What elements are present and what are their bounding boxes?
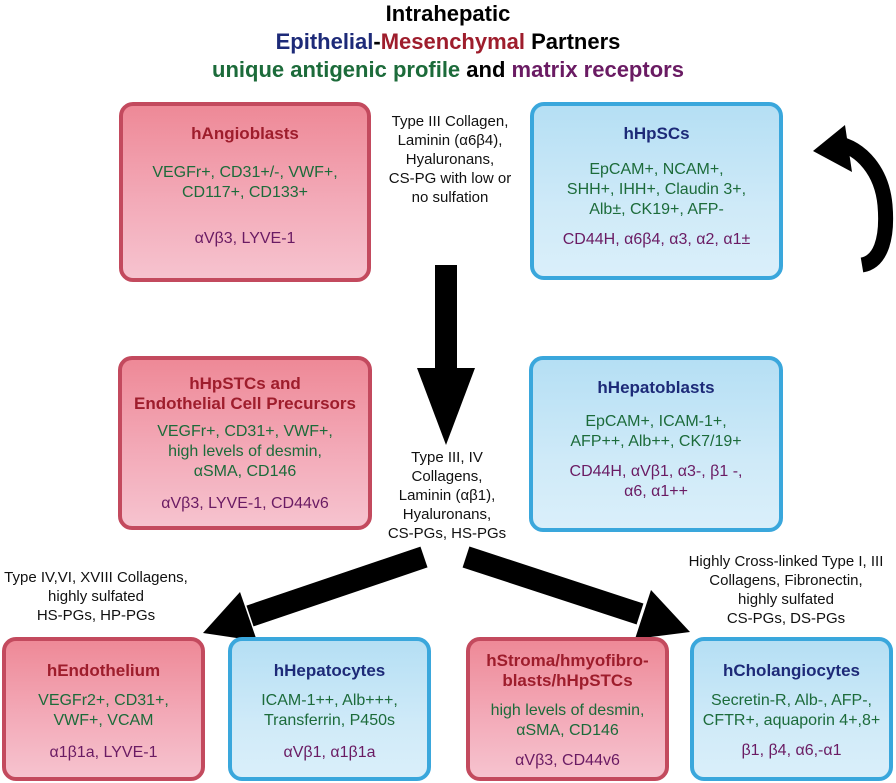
- matrix-line: highly sulfated: [48, 588, 144, 605]
- matrix-line: Type III Collagen,: [391, 113, 509, 130]
- receptor-list: CD44H, αVβ1, α3-, β1 -, α6, α1++: [533, 462, 779, 502]
- marker-line: Alb±, CK19+, AFP-: [589, 201, 724, 218]
- self-renewal-arrow: [813, 125, 894, 273]
- matrix-line: Collagens, Fibronectin,: [709, 572, 863, 589]
- marker-line: high levels of desmin,: [490, 702, 645, 719]
- title-receptors: matrix receptors: [511, 57, 684, 82]
- box-endothelium: hEndothelium VEGFr2+, CD31+, VWF+, VCAM …: [2, 637, 205, 781]
- marker-list: EpCAM+, ICAM-1+, AFP++, Alb++, CK7/19+: [533, 412, 779, 452]
- title-antigenic: unique antigenic profile: [212, 57, 461, 82]
- marker-line: CFTR+, aquaporin 4+,8+: [702, 712, 881, 729]
- matrix-line: Hyaluronans,: [405, 151, 495, 168]
- box-title-line: Endothelial Cell Precursors: [133, 394, 356, 413]
- matrix-middle: Type III, IV Collagens, Laminin (αβ1), H…: [372, 448, 522, 543]
- title-partners: Partners: [525, 29, 621, 54]
- marker-list: VEGFr+, CD31+/-, VWF+, CD117+, CD133+: [123, 163, 367, 203]
- matrix-line: Hyaluronans,: [402, 506, 492, 523]
- marker-line: VEGFr+, CD31+, VWF+,: [157, 423, 333, 440]
- right-diagonal-arrow: [462, 546, 690, 639]
- matrix-line: highly sulfated: [738, 591, 834, 608]
- receptor-line: CD44H, αVβ1, α3-, β1 -,: [569, 463, 743, 480]
- title-line-3: unique antigenic profile and matrix rece…: [0, 58, 896, 82]
- marker-line: αSMA, CD146: [516, 722, 619, 739]
- marker-line: VEGFr2+, CD31+,: [38, 692, 169, 709]
- left-diagonal-arrow: [203, 546, 428, 641]
- matrix-line: Type III, IV: [411, 449, 483, 466]
- marker-line: SHH+, IHH+, Claudin 3+,: [566, 181, 747, 198]
- down-arrow: [417, 265, 475, 445]
- matrix-right: Highly Cross-linked Type I, III Collagen…: [676, 552, 896, 628]
- matrix-line: Collagens,: [411, 468, 483, 485]
- marker-list: VEGFr2+, CD31+, VWF+, VCAM: [6, 691, 201, 731]
- box-title-line: hStroma/hmyofibro-: [486, 651, 649, 670]
- marker-list: Secretin-R, Alb-, AFP-, CFTR+, aquaporin…: [694, 691, 889, 731]
- receptor-list: αVβ3, LYVE-1, CD44v6: [161, 495, 329, 512]
- box-angioblasts: hAngioblasts VEGFr+, CD31+/-, VWF+, CD11…: [119, 102, 371, 282]
- marker-line: Secretin-R, Alb-, AFP-,: [711, 692, 872, 709]
- box-title: hHpSCs: [623, 124, 690, 143]
- matrix-line: Laminin (α6β4),: [397, 132, 503, 149]
- box-title-line: blasts/hHpSTCs: [502, 671, 633, 690]
- marker-line: CD117+, CD133+: [182, 184, 308, 201]
- receptor-list: CD44H, α6β4, α3, α2, α1±: [562, 231, 751, 248]
- title-line-2: Epithelial-Mesenchymal Partners: [0, 30, 896, 54]
- receptor-list: αVβ3, LYVE-1: [194, 230, 296, 247]
- box-title: hAngioblasts: [191, 124, 299, 143]
- marker-list: high levels of desmin, αSMA, CD146: [470, 701, 665, 741]
- box-cholangiocytes: hCholangiocytes Secretin-R, Alb-, AFP-, …: [690, 637, 893, 781]
- box-stroma: hStroma/hmyofibro- blasts/hHpSTCs high l…: [466, 637, 669, 781]
- receptor-list: αVβ3, CD44v6: [515, 752, 620, 769]
- box-title: hCholangiocytes: [723, 661, 860, 680]
- matrix-line: no sulfation: [411, 189, 489, 206]
- title-and: and: [460, 57, 512, 82]
- box-hepatoblasts: hHepatoblasts EpCAM+, ICAM-1+, AFP++, Al…: [529, 356, 783, 532]
- matrix-line: HS-PGs, HP-PGs: [36, 607, 156, 624]
- marker-list: ICAM-1++, Alb+++, Transferrin, P450s: [232, 691, 427, 731]
- title-hyphen: -: [373, 29, 381, 54]
- matrix-line: CS-PG with low or: [388, 170, 512, 187]
- matrix-line: Type IV,VI, XVIII Collagens,: [4, 569, 188, 586]
- matrix-line: Laminin (αβ1),: [398, 487, 496, 504]
- marker-line: EpCAM+, NCAM+,: [589, 161, 724, 178]
- receptor-list: αVβ1, α1β1a: [283, 744, 376, 761]
- box-hpscs: hHpSCs EpCAM+, NCAM+, SHH+, IHH+, Claudi…: [530, 102, 783, 280]
- title-mesenchymal: Mesenchymal: [380, 29, 526, 54]
- marker-line: EpCAM+, ICAM-1+,: [585, 413, 727, 430]
- box-title: hHpSTCs and Endothelial Cell Precursors: [122, 374, 368, 414]
- title-epithelial: Epithelial: [275, 29, 374, 54]
- box-hepatocytes: hHepatocytes ICAM-1++, Alb+++, Transferr…: [228, 637, 431, 781]
- marker-line: VWF+, VCAM: [53, 712, 154, 729]
- marker-line: Transferrin, P450s: [263, 712, 395, 729]
- receptor-list: β1, β4, α6,-α1: [741, 742, 842, 759]
- box-hpstcs: hHpSTCs and Endothelial Cell Precursors …: [118, 356, 372, 530]
- box-title: hEndothelium: [46, 661, 161, 680]
- title-line-1: Intrahepatic: [385, 1, 511, 26]
- matrix-line: CS-PGs, DS-PGs: [726, 610, 846, 627]
- box-title: hHepatoblasts: [597, 378, 715, 397]
- marker-line: ICAM-1++, Alb+++,: [261, 692, 398, 709]
- matrix-line: CS-PGs, HS-PGs: [387, 525, 507, 542]
- marker-list: VEGFr+, CD31+, VWF+, high levels of desm…: [122, 422, 368, 482]
- marker-line: αSMA, CD146: [193, 463, 297, 480]
- box-title-line: hHpSTCs and: [189, 374, 301, 393]
- matrix-top: Type III Collagen, Laminin (α6β4), Hyalu…: [370, 112, 530, 207]
- receptor-list: α1β1a, LYVE-1: [49, 744, 158, 761]
- matrix-line: Highly Cross-linked Type I, III: [688, 553, 884, 570]
- marker-line: AFP++, Alb++, CK7/19+: [570, 433, 742, 450]
- marker-line: VEGFr+, CD31+/-, VWF+,: [152, 164, 338, 181]
- marker-list: EpCAM+, NCAM+, SHH+, IHH+, Claudin 3+, A…: [534, 160, 779, 220]
- receptor-line: α6, α1++: [624, 483, 688, 500]
- matrix-left: Type IV,VI, XVIII Collagens, highly sulf…: [0, 568, 192, 625]
- box-title: hStroma/hmyofibro- blasts/hHpSTCs: [470, 651, 665, 691]
- box-title: hHepatocytes: [273, 661, 386, 680]
- marker-line: high levels of desmin,: [168, 443, 322, 460]
